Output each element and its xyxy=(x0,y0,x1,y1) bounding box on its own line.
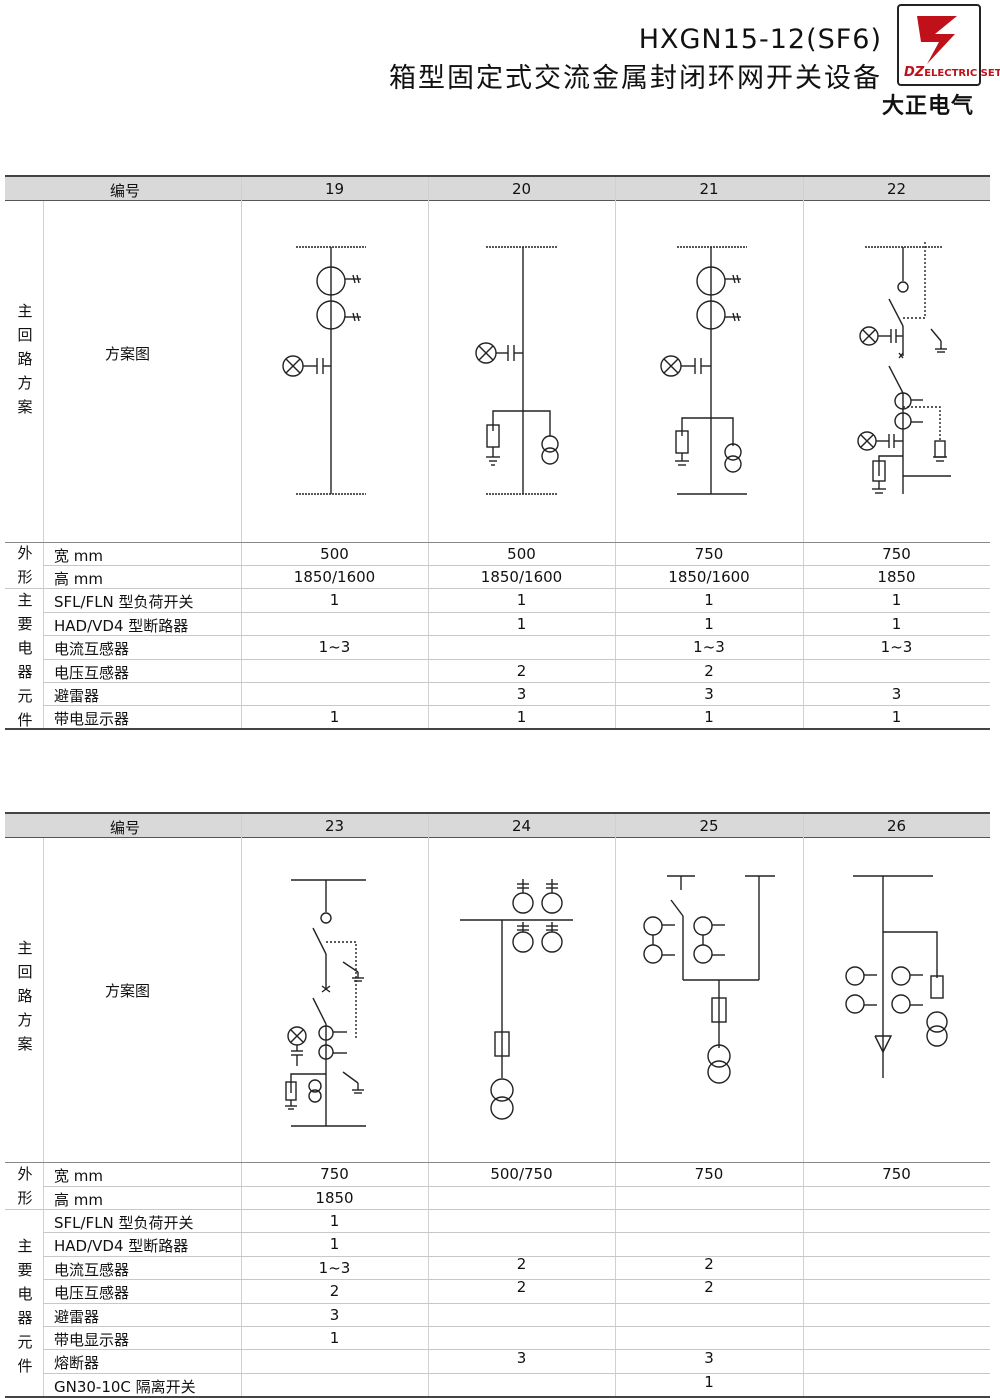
row-label: 熔断器 xyxy=(54,1354,100,1372)
cell-value: 750 xyxy=(882,1165,911,1183)
scheme-diagram-23 xyxy=(285,879,366,1127)
scheme-diagram-label: 方案图 xyxy=(105,345,151,363)
row-label: SFL/FLN 型负荷开关 xyxy=(54,1214,194,1232)
cell-value: 500 xyxy=(507,545,536,563)
cell-value: 1~3 xyxy=(880,638,913,656)
cell-value: 750 xyxy=(694,1165,724,1183)
row-label: 避雷器 xyxy=(54,687,100,705)
row-label: HAD/VD4 型断路器 xyxy=(54,1237,189,1255)
product-title: 箱型固定式交流金属封闭环网开关设备 xyxy=(389,63,882,94)
group-main-circuit: 主回路方案 xyxy=(17,939,33,1053)
table-header: 编号 19 20 21 22 xyxy=(5,177,990,201)
col-header-scheme: 24 xyxy=(511,817,532,835)
cell-value: 500 xyxy=(320,545,349,563)
cell-value: 2 xyxy=(516,662,527,680)
cell-value: 500/750 xyxy=(490,1165,553,1183)
scheme-table-2: 编号 23 24 25 26 主回路方案 方案图 外形 主要电器元件 宽 mm … xyxy=(5,812,990,1398)
row-label: 宽 mm xyxy=(54,1167,103,1185)
cell-value: 2 xyxy=(704,1278,714,1296)
col-header-scheme: 26 xyxy=(886,817,907,835)
cell-value: 3 xyxy=(704,1349,714,1367)
cell-value: 1 xyxy=(329,1329,340,1347)
model-title: HXGN15-12(SF6) xyxy=(638,24,882,55)
scheme-table-1: 编号 19 20 21 22 主回路方案 方案图 外形 主要电器元件 宽 mm … xyxy=(5,175,990,730)
row-label: GN30-10C 隔离开关 xyxy=(54,1378,196,1396)
cell-value: 1 xyxy=(329,1212,340,1230)
table-header: 编号 23 24 25 26 xyxy=(5,814,990,838)
col-header-scheme: 25 xyxy=(699,817,719,835)
row-label: 带电显示器 xyxy=(54,1331,130,1349)
scheme-diagram-label: 方案图 xyxy=(105,982,151,1000)
col-header-label: 编号 xyxy=(109,182,140,200)
cell-value: 1 xyxy=(891,591,902,609)
scheme-diagram-21 xyxy=(660,246,747,495)
cell-value: 2 xyxy=(516,1278,527,1296)
group-components: 主要电器元件 xyxy=(17,591,33,729)
scheme-diagram-25 xyxy=(643,875,775,1084)
cell-value: 1 xyxy=(704,615,714,633)
cell-value: 1850 xyxy=(315,1189,354,1207)
cell-value: 2 xyxy=(704,1255,714,1273)
col-header-scheme: 23 xyxy=(324,817,345,835)
cell-value: 1~3 xyxy=(318,1259,351,1277)
col-header-label: 编号 xyxy=(109,819,140,837)
cell-value: 1850/1600 xyxy=(480,568,563,586)
row-label: 电压互感器 xyxy=(54,1284,130,1302)
col-header-scheme: 22 xyxy=(886,180,907,198)
row-label: 带电显示器 xyxy=(54,710,130,728)
row-label: 高 mm xyxy=(54,570,103,588)
group-components: 主要电器元件 xyxy=(17,1237,33,1375)
row-label: 宽 mm xyxy=(54,547,103,565)
cell-value: 1~3 xyxy=(318,638,351,656)
cell-value: 3 xyxy=(891,685,902,703)
group-shape: 外形 xyxy=(17,1165,33,1207)
cell-value: 1 xyxy=(516,591,527,609)
row-label: 电流互感器 xyxy=(54,1261,130,1279)
cell-value: 3 xyxy=(329,1306,340,1324)
scheme-diagram-20 xyxy=(475,246,559,495)
brand-name: 大正电气 xyxy=(882,94,975,119)
scheme-diagram-22 xyxy=(857,241,951,494)
group-shape: 外形 xyxy=(17,544,33,586)
company-logo: DZELECTRIC SET xyxy=(897,4,1000,86)
col-header-scheme: 19 xyxy=(324,180,345,198)
cell-value: 1 xyxy=(516,708,527,726)
cell-value: 3 xyxy=(516,685,527,703)
cell-value: 2 xyxy=(516,1255,527,1273)
cell-value: 1850 xyxy=(877,568,916,586)
scheme-diagram-19 xyxy=(282,246,366,495)
cell-value: 1 xyxy=(704,708,714,726)
cell-value: 1 xyxy=(704,1373,714,1391)
row-label: 电压互感器 xyxy=(54,664,130,682)
row-label: 电流互感器 xyxy=(54,640,130,658)
cell-value: 1 xyxy=(891,615,902,633)
cell-value: 750 xyxy=(694,545,724,563)
cell-value: 1 xyxy=(329,591,340,609)
scheme-diagram-26 xyxy=(845,875,948,1078)
row-label: SFL/FLN 型负荷开关 xyxy=(54,593,194,611)
row-label: 高 mm xyxy=(54,1191,103,1209)
cell-value: 1 xyxy=(516,615,527,633)
row-label: HAD/VD4 型断路器 xyxy=(54,617,189,635)
cell-value: 3 xyxy=(704,685,714,703)
group-main-circuit: 主回路方案 xyxy=(17,302,33,416)
cell-value: 2 xyxy=(329,1282,340,1300)
cell-value: 1850/1600 xyxy=(668,568,750,586)
cell-value: 1 xyxy=(329,708,340,726)
cell-value: 750 xyxy=(320,1165,349,1183)
col-header-scheme: 21 xyxy=(699,180,719,198)
cell-value: 1~3 xyxy=(693,638,725,656)
cell-value: 1 xyxy=(329,1235,340,1253)
scheme-diagram-24 xyxy=(460,879,573,1120)
cell-value: 2 xyxy=(704,662,714,680)
cell-value: 1 xyxy=(704,591,714,609)
cell-value: 1850/1600 xyxy=(293,568,376,586)
row-label: 避雷器 xyxy=(54,1308,100,1326)
cell-value: 750 xyxy=(882,545,911,563)
cell-value: 3 xyxy=(516,1349,527,1367)
col-header-scheme: 20 xyxy=(511,180,532,198)
cell-value: 1 xyxy=(891,708,902,726)
